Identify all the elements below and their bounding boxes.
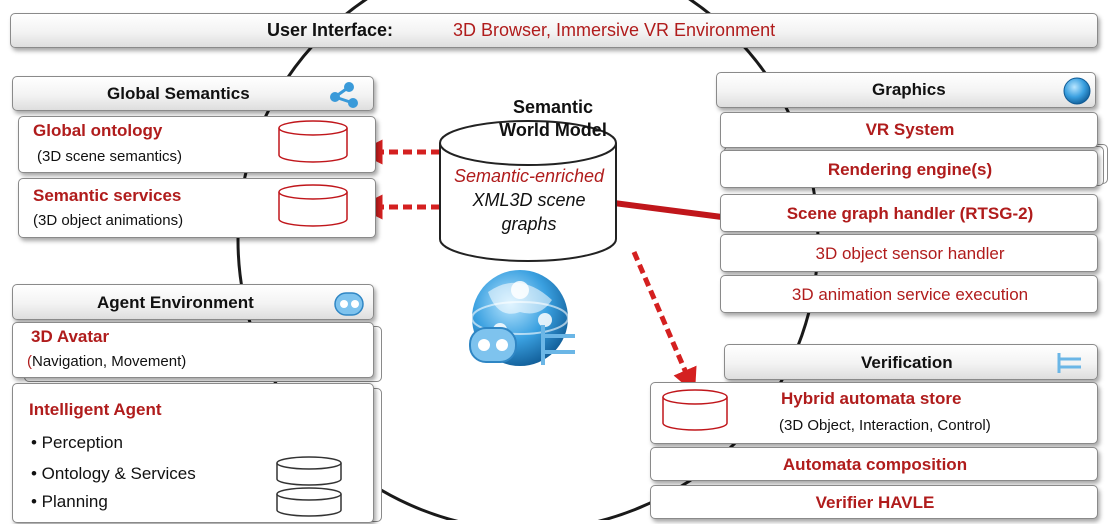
share-network-icon [330,82,358,108]
semantic-services-title: Semantic services [33,186,182,205]
semantic-services-box: Semantic services (3D object animations) [18,178,376,238]
automata-composition-box: Automata composition [650,447,1098,481]
avatar-box: 3D Avatar (Navigation, Movement) [12,322,374,378]
graphics-item-label: Scene graph handler (RTSG-2) [786,204,1034,223]
graphics-item-label: 3D animation service execution [791,285,1029,304]
arrow-to-automata-store [631,251,697,394]
graphics-item-sensor-handler: 3D object sensor handler [720,234,1098,272]
avatar-sub-text: Navigation, Movement) [32,353,187,370]
world-model-title-1: Semantic [512,97,594,117]
agent-face-icon [334,292,364,316]
global-semantics-header: Global Semantics [12,76,374,111]
graphics-item-label: Rendering engine(s) [827,160,993,179]
automata-database-icon [662,389,728,431]
world-model-title-2: World Model [499,120,607,140]
intelligent-agent-title: Intelligent Agent [29,400,162,419]
global-ontology-box: Global ontology (3D scene semantics) [18,116,376,173]
semantic-world-model [438,115,618,265]
world-model-body-3: graphs [501,214,557,234]
avatar-sub-paren: ( [27,353,32,370]
world-model-body-1: Semantic-enriched [453,166,605,186]
automata-store-title: Hybrid automata store [781,389,962,408]
user-interface-label: User Interface: [267,20,394,40]
agent-bullet-perception: • Perception [31,433,123,452]
agent-environment-header: Agent Environment [12,284,374,320]
verifier-havle-box: Verifier HAVLE [650,485,1098,519]
user-interface-value: 3D Browser, Immersive VR Environment [453,20,776,40]
services-database-icon [278,184,348,227]
agent-environment-title: Agent Environment [97,293,254,312]
graphics-item-label: 3D object sensor handler [815,244,1005,263]
globe-icon [1063,77,1091,105]
user-interface-bar: User Interface: 3D Browser, Immersive VR… [10,13,1098,48]
semantic-services-sub: (3D object animations) [33,212,184,229]
avatar-title: 3D Avatar [31,327,110,346]
graphics-item-animation-execution: 3D animation service execution [720,275,1098,313]
verification-icon [1057,353,1081,373]
automata-store-box: Hybrid automata store (3D Object, Intera… [650,382,1098,444]
global-ontology-sub: (3D scene semantics) [37,148,183,165]
verification-header: Verification [724,344,1098,380]
graphics-item-rendering-engine: Rendering engine(s) [720,150,1098,188]
ontology-database-icon [278,120,348,163]
global-ontology-title: Global ontology [33,121,163,140]
graphics-item-scene-graph-handler: Scene graph handler (RTSG-2) [720,194,1098,232]
automata-composition-label: Automata composition [782,455,968,474]
graphics-header: Graphics [716,72,1096,108]
verification-rail-icon [541,325,575,365]
intelligent-agent-box: Intelligent Agent • Perception • Ontolog… [12,383,374,523]
connector-scene-graph [613,200,723,220]
automata-store-sub: (3D Object, Interaction, Control) [779,417,991,434]
graphics-item-vr-system: VR System [720,112,1098,148]
avatar-sub: (Navigation, Movement) [27,353,186,370]
global-semantics-title: Global Semantics [107,84,250,103]
agent-database-icons [276,456,342,517]
verifier-havle-label: Verifier HAVLE [815,493,935,512]
verification-title: Verification [861,353,953,372]
world-model-body-2: XML3D scene [472,190,586,210]
graphics-item-label: VR System [865,120,955,139]
world-model-cylinder-icon [439,120,617,262]
graphics-title: Graphics [872,80,946,99]
agent-bullet-ontology: • Ontology & Services [31,464,196,483]
agent-robot-icon [469,327,517,363]
agent-bullet-planning: • Planning [31,492,108,511]
